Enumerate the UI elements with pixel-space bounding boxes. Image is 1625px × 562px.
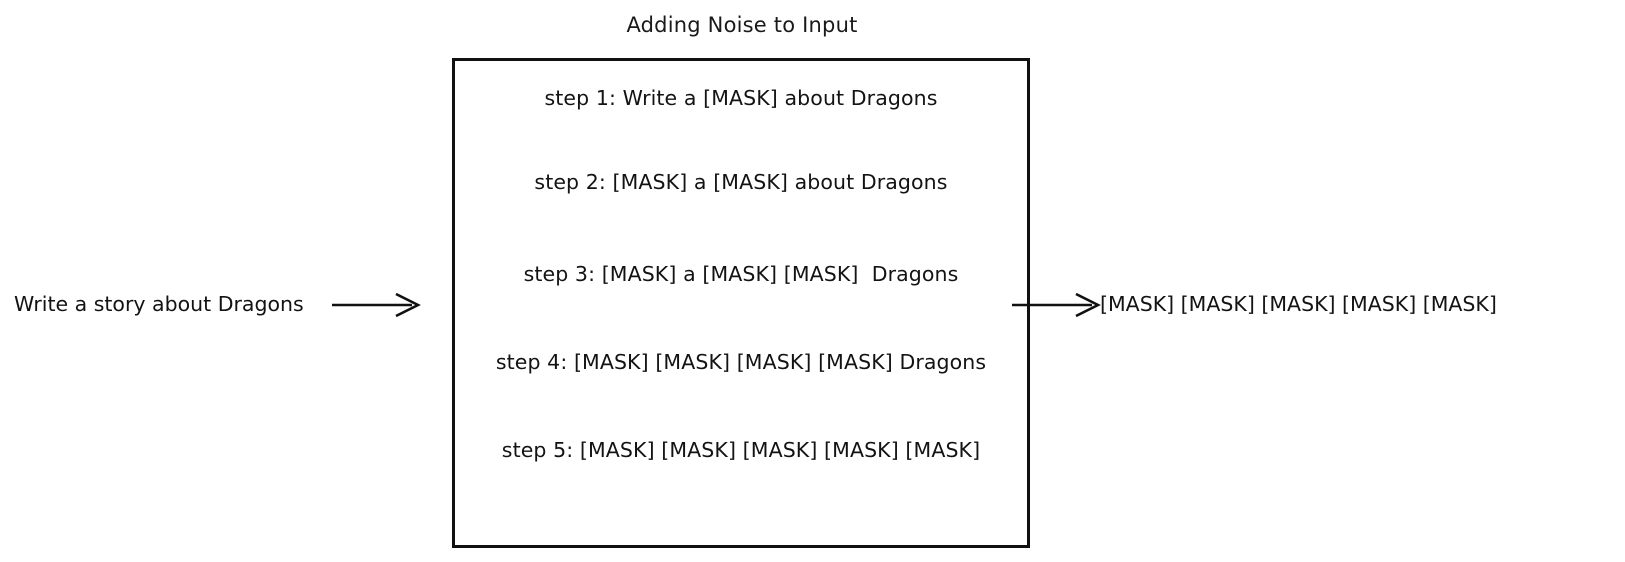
arrow-right-icon [330, 289, 422, 321]
output-masked-text: [MASK] [MASK] [MASK] [MASK] [MASK] [1100, 292, 1497, 316]
noise-process-box [452, 58, 1030, 548]
input-prompt-text: Write a story about Dragons [14, 292, 304, 316]
page-title: Adding Noise to Input [626, 13, 858, 37]
arrow-right-icon [1010, 289, 1102, 321]
